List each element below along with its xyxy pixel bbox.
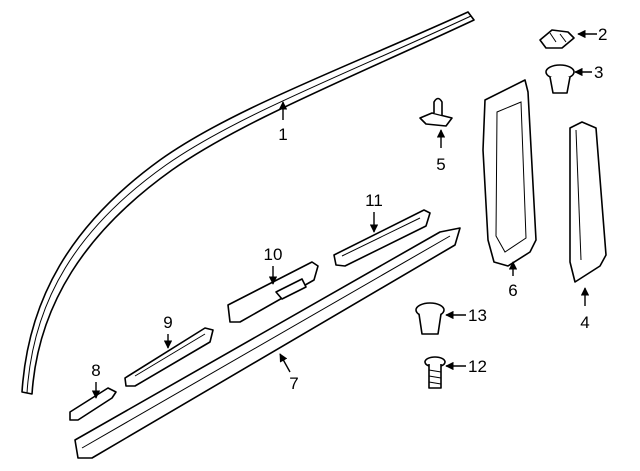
callout-3: 3 (594, 63, 603, 82)
leader-7 (279, 353, 291, 373)
callout-11: 11 (365, 191, 383, 210)
part-8-bracket (69, 387, 117, 421)
part-3-push-pin (545, 64, 575, 94)
part-2-clip (539, 29, 575, 49)
callout-1: 1 (278, 125, 287, 144)
part-1-frame-molding (21, 11, 475, 395)
part-12-screw (424, 356, 446, 389)
part-11-bracket (333, 209, 431, 267)
callout-labels: 1 2 3 4 5 6 7 8 9 10 11 12 13 (91, 25, 607, 393)
callout-5: 5 (436, 155, 445, 174)
part-4-pillar-trim (569, 121, 607, 283)
part-13-push-nut (415, 302, 445, 335)
callout-2: 2 (598, 25, 607, 44)
callout-4: 4 (580, 313, 589, 332)
callout-13: 13 (468, 306, 487, 325)
part-5-retainer (419, 97, 453, 127)
part-6-pillar-trim (482, 79, 537, 267)
leader-lines (91, 29, 597, 399)
callout-7: 7 (289, 374, 298, 393)
callout-6: 6 (508, 281, 517, 300)
callout-9: 9 (163, 313, 172, 332)
callout-12: 12 (468, 357, 487, 376)
part-9-bracket (124, 327, 214, 387)
part-10-bracket (227, 261, 319, 323)
callout-10: 10 (264, 245, 283, 264)
part-7-rocker-molding (74, 227, 461, 459)
callout-8: 8 (91, 361, 100, 380)
